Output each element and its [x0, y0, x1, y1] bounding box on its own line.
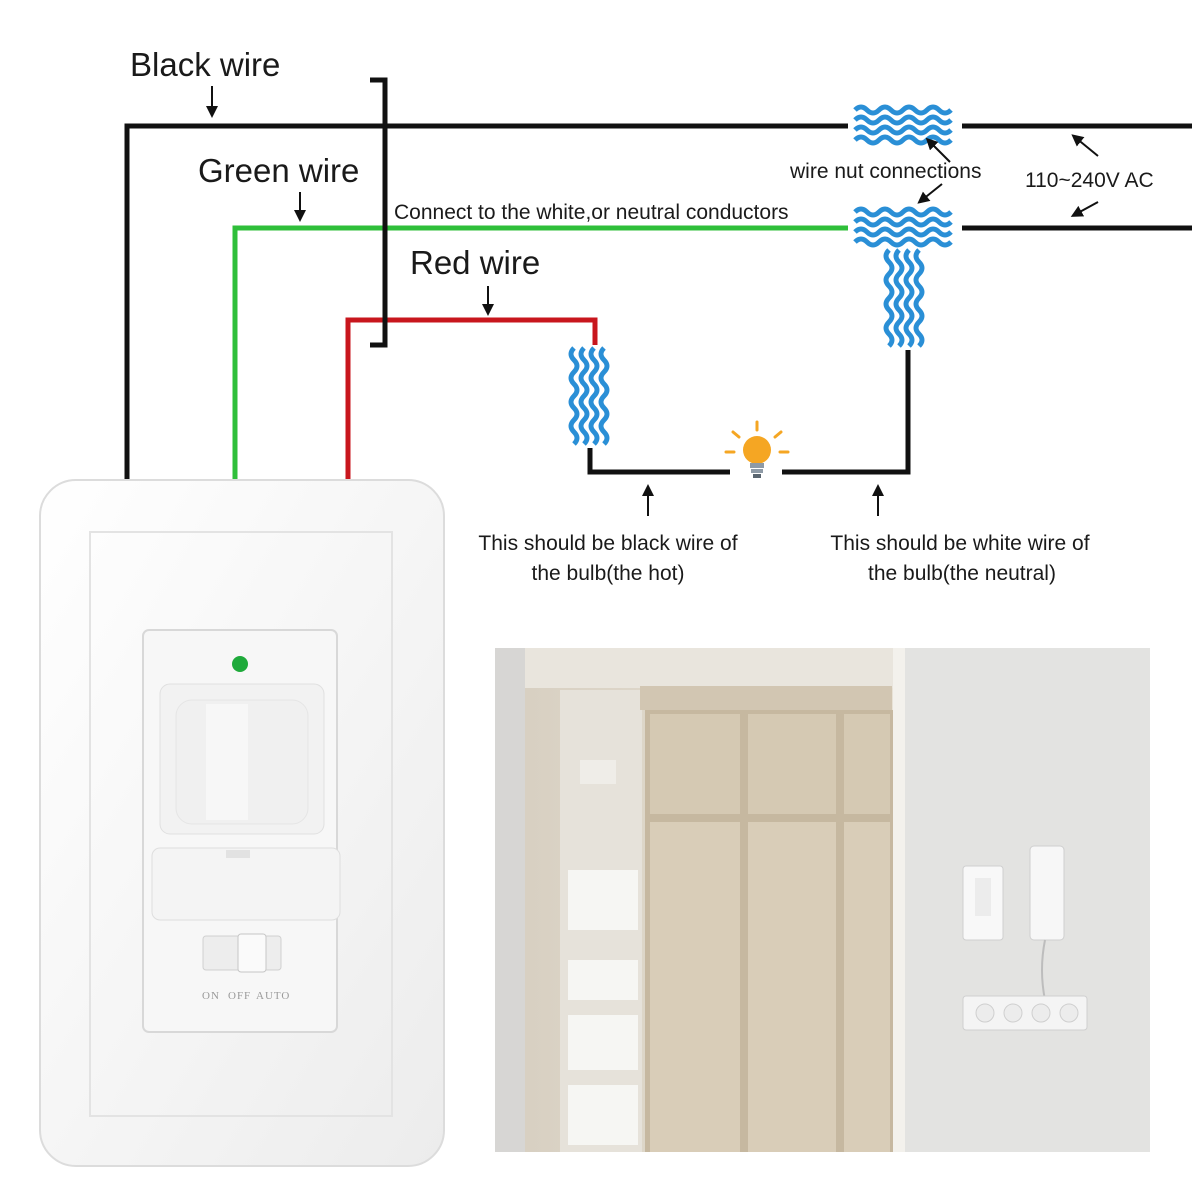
slide-switch-knob[interactable]	[237, 933, 267, 973]
red-wire	[345, 317, 598, 482]
indicator-led-icon	[232, 656, 248, 672]
white-note-line-1: This should be white wire of	[830, 532, 1089, 555]
red-wire-label: Red wire	[410, 244, 540, 281]
mode-label-off: OFF	[228, 990, 251, 1002]
black-wire-label: Black wire	[130, 46, 280, 83]
white-note-line-2: the bulb(the neutral)	[868, 562, 1056, 585]
light-bulb-icon	[724, 420, 790, 478]
green-wire	[232, 225, 848, 482]
wire-nut-icon	[855, 209, 951, 245]
bulb-circuit	[587, 350, 911, 475]
wire-nut-label: wire nut connections	[789, 160, 981, 183]
wire-nut-icon	[571, 348, 607, 444]
mode-label-on: ON	[202, 990, 220, 1002]
voltage-label: 110~240V AC	[1025, 169, 1154, 192]
arrow-icon	[206, 86, 1099, 516]
black-note-line-2: the bulb(the hot)	[532, 562, 685, 585]
motion-sensor-switch: ON OFF AUTO	[39, 479, 445, 1167]
room-photo	[495, 648, 1150, 1152]
bracket	[370, 77, 388, 348]
neutral-note: Connect to the white,or neutral conducto…	[394, 201, 789, 224]
wire-nut-icon	[855, 107, 951, 143]
mode-label-auto: AUTO	[256, 990, 290, 1002]
green-wire-label: Green wire	[198, 152, 359, 189]
black-note-line-1: This should be black wire of	[478, 532, 737, 555]
black-wire	[124, 123, 1192, 482]
wire-nut-icon	[886, 250, 922, 346]
